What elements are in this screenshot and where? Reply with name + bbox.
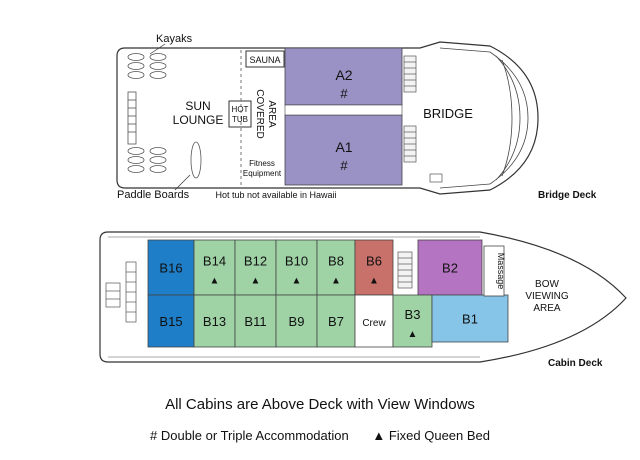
cabin-b12-queen-bed-icon: ▲: [251, 276, 261, 287]
cabin-b9-label: B9: [289, 314, 305, 329]
cabin-b8-queen-bed-icon: ▲: [331, 276, 341, 287]
cabin-b16-label: B16: [159, 261, 182, 276]
bridge-stairs: [403, 55, 443, 183]
footer-title: All Cabins are Above Deck with View Wind…: [165, 396, 475, 413]
legend: # Double or Triple Accommodation ▲ Fixed…: [0, 428, 640, 443]
cabin-a2[interactable]: [284, 47, 403, 106]
cabin-deck-label: Cabin Deck: [548, 358, 603, 369]
corridor: [284, 104, 403, 116]
deck-plan: Kayaks Paddle Boards SUN LOUNGE HOT TUB: [99, 33, 627, 369]
cabin-b13-label: B13: [203, 314, 226, 329]
cabin-a2-label: A2: [335, 67, 352, 83]
covered-area-label-1: COVERED: [254, 89, 265, 138]
bridge-deck: Kayaks Paddle Boards SUN LOUNGE HOT TUB: [116, 33, 597, 201]
cabin-b6[interactable]: [354, 239, 394, 296]
paddle-boards-label: Paddle Boards: [117, 189, 190, 201]
cabin-b3[interactable]: [392, 294, 433, 348]
fitness-label-1: Fitness: [249, 159, 275, 168]
cabin-b12-label: B12: [244, 254, 267, 269]
bridge-label: BRIDGE: [423, 106, 473, 121]
cabin-b15-label: B15: [159, 314, 182, 329]
cabin-b8[interactable]: [316, 239, 356, 296]
bow-label-1: BOW: [535, 279, 559, 290]
cabin-b13[interactable]: [193, 294, 236, 348]
cabin-b14-queen-bed-icon: ▲: [210, 276, 220, 287]
fitness-label-2: Equipment: [243, 169, 282, 178]
cabin-b7-label: B7: [328, 314, 344, 329]
sun-lounge-label-1: SUN: [185, 99, 210, 113]
massage-label: Massage: [496, 253, 506, 290]
legend-double-triple: # Double or Triple Accommodation: [150, 428, 349, 443]
transom-ladder: [127, 91, 137, 145]
legend-fixed-queen: ▲ Fixed Queen Bed: [372, 428, 490, 443]
hot-tub-label-2: TUB: [232, 115, 248, 124]
bow-label-2: VIEWING: [525, 291, 569, 302]
cabin-b10-queen-bed-icon: ▲: [292, 276, 302, 287]
cabin-a1-double-symbol: #: [340, 158, 348, 173]
bow-label-3: AREA: [533, 303, 561, 314]
massage-room[interactable]: [483, 245, 505, 297]
cabin-b3-label: B3: [405, 307, 421, 322]
paddle-board-rack: [127, 141, 202, 179]
cabin-a1[interactable]: [284, 114, 403, 186]
cabin-a2-double-symbol: #: [340, 86, 348, 101]
cabin-b10-label: B10: [285, 254, 308, 269]
cabin-b6-queen-bed-icon: ▲: [369, 276, 379, 287]
sauna: [245, 50, 285, 68]
cabin-b6-label: B6: [366, 254, 382, 269]
cabin-a1-label: A1: [335, 139, 352, 155]
cabin-b14[interactable]: [193, 239, 236, 296]
cabin-b2[interactable]: [417, 239, 483, 296]
cabin-b16[interactable]: [147, 239, 195, 296]
cabin-b1[interactable]: [431, 294, 509, 343]
cabin-b14-label: B14: [203, 254, 226, 269]
cabin-crew-label: Crew: [362, 318, 386, 329]
kayak-rack: [127, 53, 167, 79]
cabin-b2-label: B2: [442, 261, 458, 276]
cabin-b11-label: B11: [244, 314, 266, 329]
cabin-b3-queen-bed-icon: ▲: [408, 329, 418, 340]
cabin-b9[interactable]: [275, 294, 318, 348]
hot-tub-note: Hot tub not available in Hawaii: [215, 190, 336, 200]
cabin-b8-label: B8: [328, 254, 344, 269]
sauna-label: SAUNA: [249, 55, 280, 65]
stern-ladder: [105, 261, 137, 323]
cabin-crew[interactable]: [354, 294, 394, 348]
kayaks-label: Kayaks: [156, 33, 193, 45]
sun-lounge-label-2: LOUNGE: [173, 113, 224, 127]
covered-area-label-2: AREA: [266, 100, 277, 128]
hot-tub-label-1: HOT: [232, 105, 249, 114]
cabin-deck-stairs: [397, 251, 413, 289]
cabin-b1-label: B1: [462, 312, 478, 327]
bridge-deck-label: Bridge Deck: [538, 190, 597, 201]
hot-tub: [228, 100, 252, 128]
